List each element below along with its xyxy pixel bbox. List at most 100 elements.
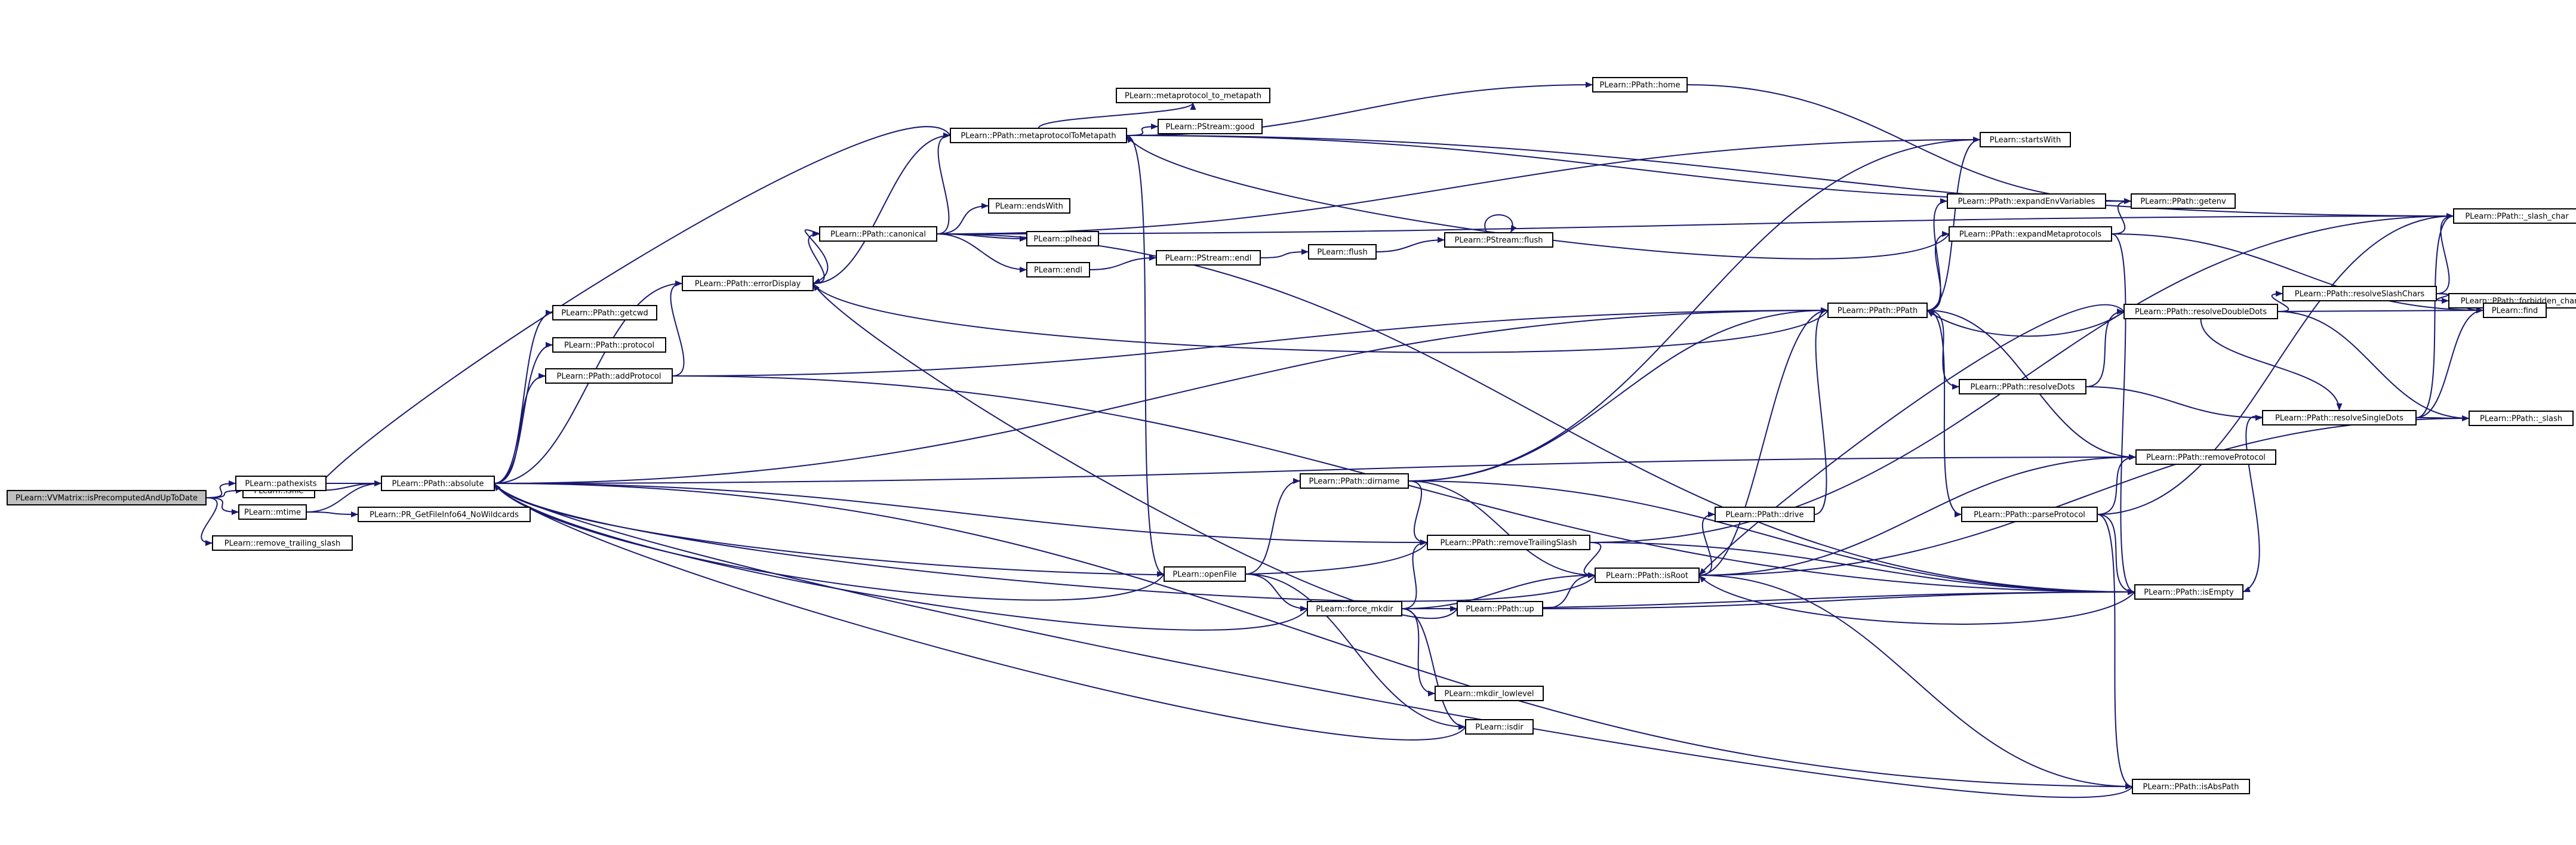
node-metaproto[interactable]: PLearn::PPath::metaprotocolToMetapath xyxy=(950,128,1127,143)
edge-arrow xyxy=(494,307,1829,484)
node-expandenv[interactable]: PLearn::PPath::expandEnvVariables xyxy=(1947,193,2106,209)
edge-ppath-to-startswith xyxy=(1926,137,1981,311)
edge-resolvedoubledots-to-find xyxy=(2277,307,2484,314)
node-openfile[interactable]: PLearn::openFile xyxy=(1164,566,1246,582)
node-box xyxy=(1947,193,2106,209)
edge-openfile-to-isdir xyxy=(1245,573,1466,730)
node-getenv[interactable]: PLearn::PPath::getenv xyxy=(2131,193,2236,209)
node-label: PLearn::PPath::expandEnvVariables xyxy=(1958,198,2095,206)
edge-errordisplay-to-canonical xyxy=(808,231,825,284)
node-resolvedoubledots[interactable]: PLearn::PPath::resolveDoubleDots xyxy=(2123,304,2278,319)
edge-isroot-to-ppath xyxy=(1698,307,1829,576)
node-drive[interactable]: PLearn::PPath::drive xyxy=(1715,507,1815,522)
node-box xyxy=(1715,507,1815,522)
node-absolute[interactable]: PLearn::PPath::absolute xyxy=(381,476,495,491)
edge-arrow xyxy=(494,483,1466,741)
node-label: PLearn::PR_GetFileInfo64_NoWildcards xyxy=(370,511,519,520)
node-removetrailing[interactable]: PLearn::PPath::removeTrailingSlash xyxy=(1427,535,1590,550)
node-remove-trailing-slash[interactable]: PLearn::remove_trailing_slash xyxy=(212,535,353,551)
edge-endl-to-pstream_endl xyxy=(1089,255,1157,270)
node-isempty[interactable]: PLearn::PPath::isEmpty xyxy=(2134,584,2243,600)
node-box xyxy=(1592,77,1688,92)
node-startswith[interactable]: PLearn::startsWith xyxy=(1980,132,2071,147)
edge-pstream_endl-to-flush xyxy=(1260,249,1309,258)
node-box xyxy=(1959,379,2086,394)
edge-arrow xyxy=(2200,318,2343,411)
node-label: PLearn::PPath::isEmpty xyxy=(2144,588,2234,597)
node-removeprotocol[interactable]: PLearn::PPath::removeProtocol xyxy=(2135,449,2276,465)
edge-arrow xyxy=(1484,214,1517,233)
node-mtime[interactable]: PLearn::mtime xyxy=(238,504,307,520)
node-box xyxy=(1164,566,1246,582)
node-plhead[interactable]: PLearn::plhead xyxy=(1026,231,1099,246)
node-label: PLearn::pathexists xyxy=(245,480,316,489)
node-box xyxy=(1465,719,1534,735)
node-endl[interactable]: PLearn::endl xyxy=(1026,262,1090,277)
edge-isroot-to-drive xyxy=(1698,511,1716,576)
node-label: PLearn::find xyxy=(2492,307,2538,316)
node-isabspath[interactable]: PLearn::PPath::isAbsPath xyxy=(2132,779,2250,794)
node-resolvedots[interactable]: PLearn::PPath::resolveDots xyxy=(1959,379,2086,394)
node-label: PLearn::PPath::resolveSingleDots xyxy=(2275,414,2403,423)
edge-up-to-errordisplay xyxy=(812,283,1458,619)
edge-resolvedoubledots-to-resolveslash xyxy=(2271,291,2289,312)
node-pathexists[interactable]: PLearn::pathexists xyxy=(235,476,327,491)
node-box xyxy=(2453,208,2576,224)
node-force-mkdir[interactable]: PLearn::force_mkdir xyxy=(1307,601,1402,616)
node-errordisplay[interactable]: PLearn::PPath::errorDisplay xyxy=(682,276,814,291)
node-addprotocol[interactable]: PLearn::PPath::addProtocol xyxy=(545,368,673,384)
node-label: PLearn::PPath::PPath xyxy=(1838,307,1918,316)
node-box xyxy=(1949,226,2112,242)
node-slash[interactable]: PLearn::PPath::_slash xyxy=(2469,411,2574,426)
node-mkdir-lowlevel[interactable]: PLearn::mkdir_lowlevel xyxy=(1435,686,1544,701)
edge-removetrailing-to-isempty xyxy=(1589,542,2135,595)
node-endswith[interactable]: PLearn::endsWith xyxy=(988,198,1070,214)
edge-expandmeta-to-find xyxy=(2111,233,2484,313)
node-find[interactable]: PLearn::find xyxy=(2483,303,2547,318)
edge-absolute-to-getcwd xyxy=(494,310,553,484)
node-protocol[interactable]: PLearn::PPath::protocol xyxy=(552,337,666,353)
node-up[interactable]: PLearn::PPath::up xyxy=(1457,601,1543,616)
node-isroot[interactable]: PLearn::PPath::isRoot xyxy=(1595,568,1700,583)
node-box xyxy=(2131,193,2236,209)
node-box xyxy=(2134,584,2243,600)
node-flush[interactable]: PLearn::flush xyxy=(1308,244,1377,260)
node-label: PLearn::PPath::protocol xyxy=(564,341,654,350)
node-resolveslash[interactable]: PLearn::PPath::resolveSlashChars xyxy=(2282,286,2437,301)
edge-arrow xyxy=(494,483,2133,790)
edge-arrow xyxy=(1408,480,1428,545)
node-box xyxy=(1827,303,1928,318)
node-mp-to-mp[interactable]: PLearn::metaprotocol_to_metapath xyxy=(1116,88,1270,103)
node-pr-getfileinfo[interactable]: PLearn::PR_GetFileInfo64_NoWildcards xyxy=(358,507,531,522)
edge-arrow xyxy=(1926,310,1962,517)
edge-isabspath-to-absolute xyxy=(494,483,2133,798)
node-canonical[interactable]: PLearn::PPath::canonical xyxy=(819,226,937,242)
node-resolvesingledots[interactable]: PLearn::PPath::resolveSingleDots xyxy=(2262,410,2417,425)
edge-arrow xyxy=(2111,233,2135,595)
edge-isdir-to-absolute xyxy=(494,483,1466,741)
edge-arrow xyxy=(1698,415,2470,576)
edge-isempty-to-isroot xyxy=(1698,575,2135,625)
edge-parseprotocol-to-isabspath xyxy=(2097,514,2133,790)
edge-arrow xyxy=(306,480,382,513)
node-home[interactable]: PLearn::PPath::home xyxy=(1592,77,1688,92)
node-expandmeta[interactable]: PLearn::PPath::expandMetaprotocols xyxy=(1949,226,2112,242)
edge-isroot-to-absolute xyxy=(494,483,1596,602)
edge-absolute-to-protocol xyxy=(494,342,553,484)
node-parseprotocol[interactable]: PLearn::PPath::parseProtocol xyxy=(1961,507,2098,522)
node-pstream-flush[interactable]: PLearn::PStream::flush xyxy=(1444,232,1553,248)
node-getcwd[interactable]: PLearn::PPath::getcwd xyxy=(552,305,657,320)
edge-arrow xyxy=(1583,542,1602,578)
edge-arrow xyxy=(1926,137,1981,311)
node-slash-char[interactable]: PLearn::PPath::_slash_char xyxy=(2453,208,2576,224)
node-box xyxy=(1961,507,2098,522)
node-ppath[interactable]: PLearn::PPath::PPath xyxy=(1827,303,1928,318)
node-dirname[interactable]: PLearn::PPath::dirname xyxy=(1300,473,1409,489)
node-root[interactable]: PLearn::VVMatrix::isPrecomputedAndUpToDa… xyxy=(7,490,207,505)
node-label: PLearn::PPath::_slash xyxy=(2480,415,2562,424)
edge-arrow xyxy=(1126,135,1165,577)
node-pstream-endl[interactable]: PLearn::PStream::endl xyxy=(1156,250,1261,266)
node-box xyxy=(2483,303,2547,318)
node-pstream-good[interactable]: PLearn::PStream::good xyxy=(1158,119,1263,134)
node-isdir[interactable]: PLearn::isdir xyxy=(1465,719,1534,735)
